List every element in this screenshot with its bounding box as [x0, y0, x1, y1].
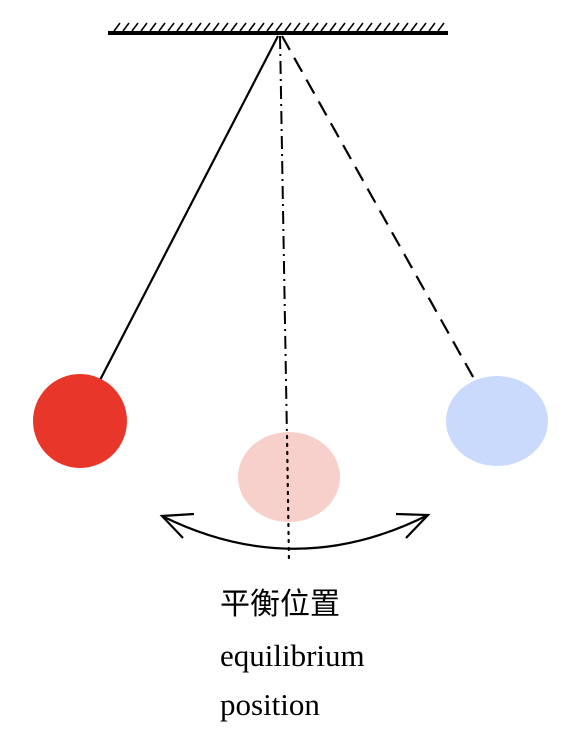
swing-arc-curve [161, 514, 429, 550]
caption-chinese: 平衡位置 [220, 587, 340, 622]
hatch-mark [365, 22, 373, 32]
hatch-mark [428, 22, 436, 32]
pendulum-string-left [98, 35, 279, 383]
hatch-mark [221, 22, 229, 32]
hatch-mark [230, 22, 238, 32]
hatch-mark [176, 22, 184, 32]
hatch-mark [113, 22, 121, 32]
hatch-mark [338, 22, 346, 32]
swing-arrowhead-right [395, 512, 431, 539]
hatch-mark [311, 22, 319, 32]
hatch-mark [149, 22, 157, 32]
hatch-mark [122, 22, 130, 32]
swing-arrowhead-left [159, 512, 195, 539]
hatch-mark [185, 22, 193, 32]
equilibrium-dotted-line [285, 434, 291, 564]
hatch-mark [140, 22, 148, 32]
pendulum-bob-equilibrium [238, 432, 340, 522]
hatch-mark [374, 22, 382, 32]
hatch-mark [167, 22, 175, 32]
hatch-mark [383, 22, 391, 32]
hatch-mark [401, 22, 409, 32]
hatch-mark [329, 22, 337, 32]
hatch-mark [284, 22, 292, 32]
hatch-mark [257, 22, 265, 32]
hatch-mark [131, 22, 139, 32]
pendulum-bob-left [33, 374, 127, 468]
hatch-mark [158, 22, 166, 32]
hatch-mark [239, 22, 247, 32]
hatch-mark [275, 22, 283, 32]
hatch-mark [320, 22, 328, 32]
hatch-mark [347, 22, 355, 32]
hatch-mark [410, 22, 418, 32]
pendulum-bob-right [446, 376, 548, 466]
swing-arc [159, 512, 431, 550]
ceiling-support [108, 22, 448, 35]
hatch-mark [419, 22, 427, 32]
hatch-mark [356, 22, 364, 32]
hatch-mark [248, 22, 256, 32]
hatch-mark [266, 22, 274, 32]
hatch-mark [302, 22, 310, 32]
hatch-mark [437, 22, 445, 32]
hatch-mark [194, 22, 202, 32]
caption-english-line2: position [220, 687, 320, 722]
caption-english-line1: equilibrium [220, 638, 365, 673]
hatch-mark [392, 22, 400, 32]
hatch-mark [203, 22, 211, 32]
hatch-mark [293, 22, 301, 32]
hatch-mark [212, 22, 220, 32]
pendulum-string-right [281, 35, 478, 385]
equilibrium-line [279, 35, 288, 439]
ceiling-hatching [113, 22, 445, 32]
